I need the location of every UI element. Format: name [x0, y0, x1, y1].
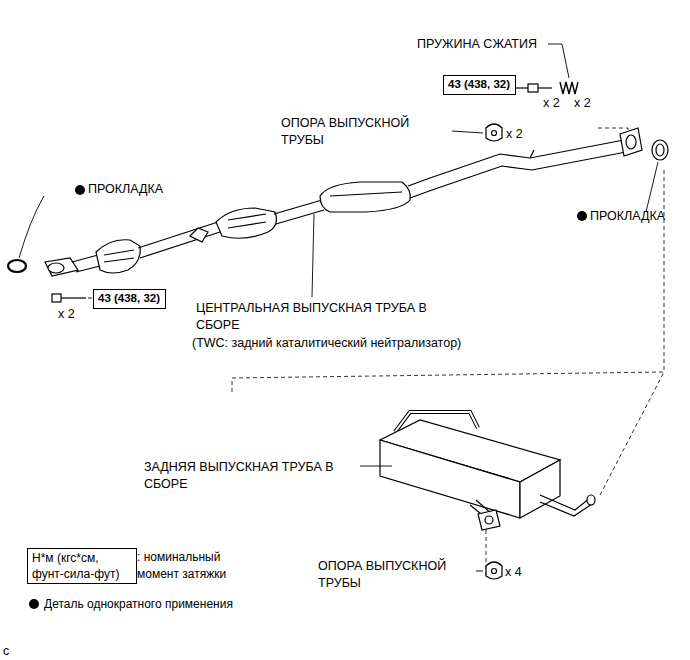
- part-name: ЦЕНТРАЛЬНАЯ ВЫПУСКНАЯ ТРУБА В СБОРЕ: [196, 300, 441, 334]
- part-name: ОПОРА ВЫПУСКНОЙ ТРУБЫ: [281, 115, 451, 149]
- quantity: x 2: [506, 126, 523, 143]
- node-text: Н*м (кгс*см, фунт-сила-фут): [32, 550, 132, 582]
- quantity: x 2: [574, 95, 591, 112]
- legend-text: Деталь однократного применения: [44, 596, 233, 613]
- part-name: ЗАДНЯЯ ВЫПУСКНАЯ ТРУБА В СБОРЕ: [144, 459, 359, 493]
- node-text: 43 (438, 32): [448, 77, 511, 93]
- torque-box: 43 (438, 32): [443, 75, 516, 95]
- note: (TWC: задний каталитический нейтрализато…: [192, 335, 461, 352]
- quantity: x 4: [505, 564, 522, 581]
- node-text: 43 (438, 32): [98, 291, 161, 307]
- torque-box: 43 (438, 32): [93, 289, 166, 309]
- part-name: ПРОКЛАДКА: [88, 181, 163, 198]
- part-name: ПРОКЛАДКА: [590, 208, 665, 225]
- part-name: ОПОРА ВЫПУСКНОЙ ТРУБЫ: [318, 558, 478, 592]
- quantity: x 2: [543, 95, 560, 112]
- quantity: x 2: [58, 306, 75, 323]
- part-name: ПРУЖИНА СЖАТИЯ: [417, 36, 537, 53]
- legend-unit-box: Н*м (кгс*см, фунт-сила-фут): [27, 548, 137, 584]
- legend-text: : номинальный момент затяжки: [137, 549, 262, 583]
- figure-code: c: [3, 643, 9, 660]
